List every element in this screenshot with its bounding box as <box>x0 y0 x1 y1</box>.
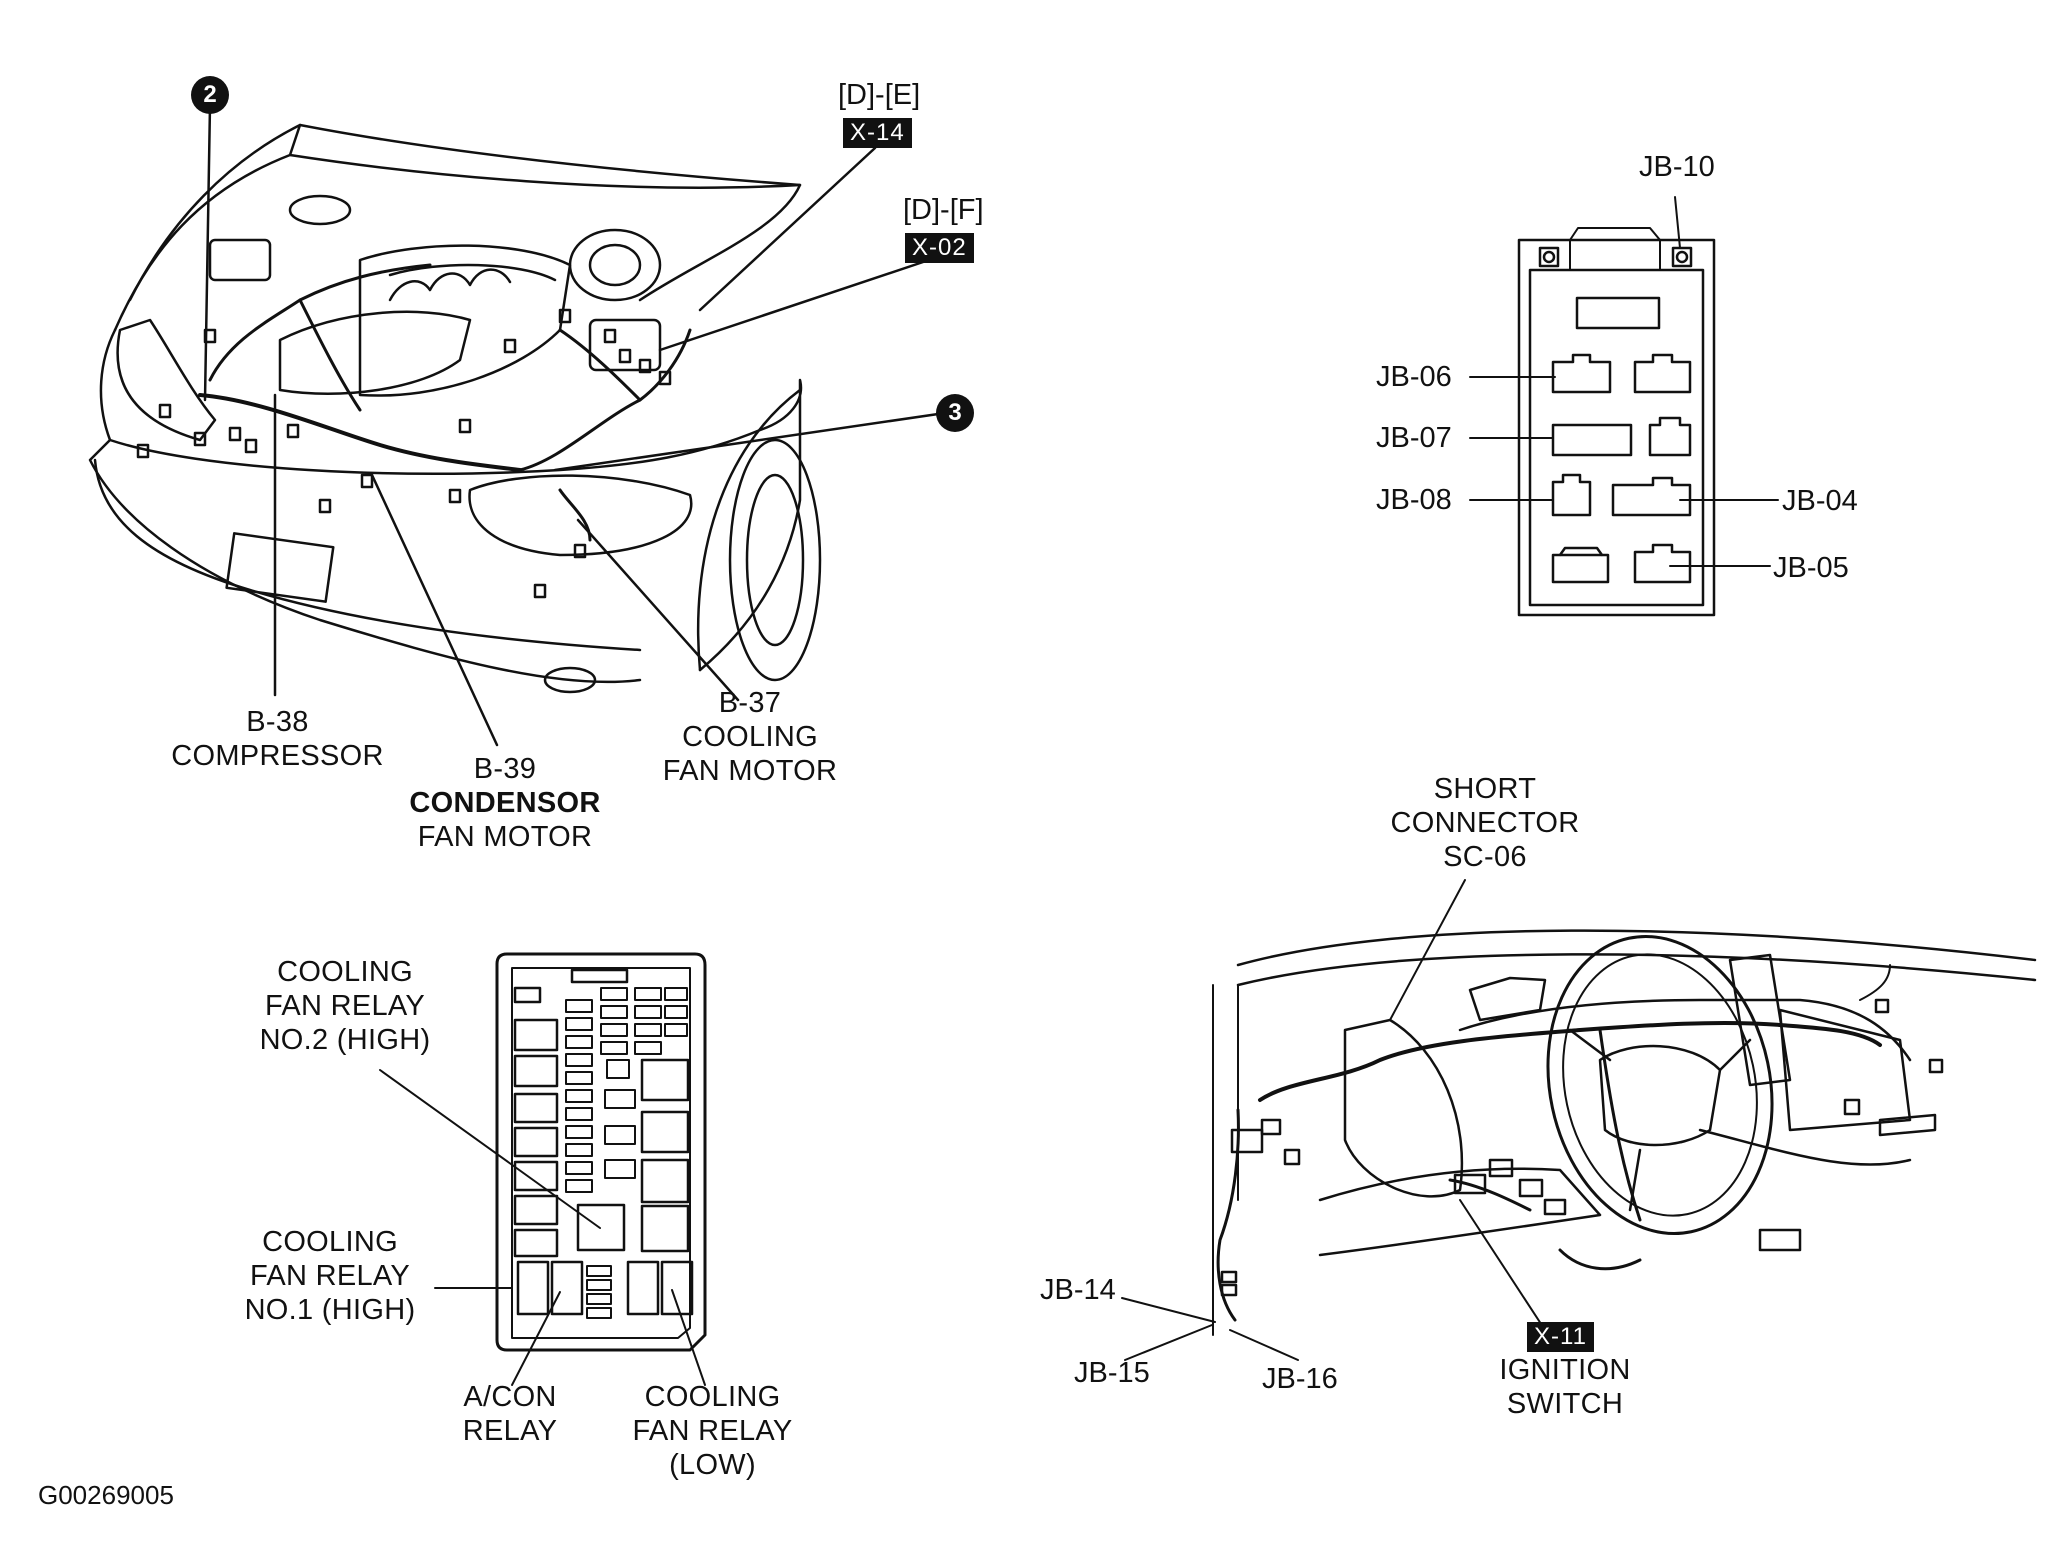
low-line3: (LOW) <box>669 1449 756 1481</box>
cooling-fan-relay-low-label: COOLING FAN RELAY (LOW) <box>615 1380 810 1482</box>
ign-line1: IGNITION <box>1499 1354 1631 1386</box>
b39-name-line1: CONDENSOR <box>409 787 601 819</box>
b39-condensor-label: B-39 CONDENSOR FAN MOTOR <box>395 752 615 854</box>
relay2-line1: COOLING <box>277 956 413 988</box>
df-reference-label: [D]-[F] <box>903 194 984 226</box>
jb10-label: JB-10 <box>1639 151 1715 183</box>
relay1-line1: COOLING <box>262 1226 398 1258</box>
x14-tag: X-14 <box>843 118 912 148</box>
b37-code: B-37 <box>718 687 782 719</box>
short-connector-sc06-label: SHORT CONNECTOR SC-06 <box>1375 772 1595 874</box>
b39-code: B-39 <box>473 753 537 785</box>
sc-line1: SHORT <box>1433 773 1537 805</box>
cooling-fan-relay-no1-label: COOLING FAN RELAY NO.1 (HIGH) <box>225 1225 435 1327</box>
b37-cooling-fan-label: B-37 COOLING FAN MOTOR <box>645 686 855 788</box>
acon-line2: RELAY <box>462 1415 558 1447</box>
junction-block-illustration <box>1469 196 1779 617</box>
b37-name-line2: FAN MOTOR <box>662 755 838 787</box>
jb08-label: JB-08 <box>1376 484 1452 516</box>
figure-code: G00269005 <box>38 1480 174 1510</box>
ign-line2: SWITCH <box>1506 1388 1624 1420</box>
cooling-fan-relay-no2-label: COOLING FAN RELAY NO.2 (HIGH) <box>235 955 455 1057</box>
jb16-label: JB-16 <box>1262 1363 1338 1395</box>
x02-tag: X-02 <box>905 233 974 263</box>
engine-bay-illustration <box>88 103 947 747</box>
ignition-switch-label: IGNITION SWITCH <box>1475 1353 1655 1421</box>
b38-name: COMPRESSOR <box>171 740 384 772</box>
sc-line3: SC-06 <box>1443 841 1527 873</box>
callout-2-badge: 2 <box>191 76 229 114</box>
acon-line1: A/CON <box>463 1381 557 1413</box>
jb04-label: JB-04 <box>1782 485 1858 517</box>
sc-line2: CONNECTOR <box>1390 807 1580 839</box>
b39-name-line2: FAN MOTOR <box>417 821 593 853</box>
b37-name-line1: COOLING <box>682 721 818 753</box>
relay2-line2: FAN RELAY <box>264 990 426 1022</box>
acon-relay-label: A/CON RELAY <box>440 1380 580 1448</box>
low-line2: FAN RELAY <box>632 1415 793 1447</box>
jb07-label: JB-07 <box>1376 422 1452 454</box>
b38-compressor-label: B-38 COMPRESSOR <box>160 705 395 773</box>
jb06-label: JB-06 <box>1376 361 1452 393</box>
de-reference-label: [D]-[E] <box>838 79 921 111</box>
fuse-relay-box-illustration <box>379 952 707 1386</box>
relay1-line2: FAN RELAY <box>249 1260 411 1292</box>
x11-tag: X-11 <box>1527 1322 1594 1352</box>
dashboard-illustration <box>1121 879 2037 1361</box>
relay2-line3: NO.2 (HIGH) <box>259 1024 431 1056</box>
relay1-line3: NO.1 (HIGH) <box>244 1294 416 1326</box>
callout-3-badge: 3 <box>936 394 974 432</box>
jb14-label: JB-14 <box>1040 1274 1116 1306</box>
jb15-label: JB-15 <box>1074 1357 1150 1389</box>
low-line1: COOLING <box>644 1381 781 1413</box>
b38-code: B-38 <box>246 706 309 738</box>
jb05-label: JB-05 <box>1773 552 1849 584</box>
